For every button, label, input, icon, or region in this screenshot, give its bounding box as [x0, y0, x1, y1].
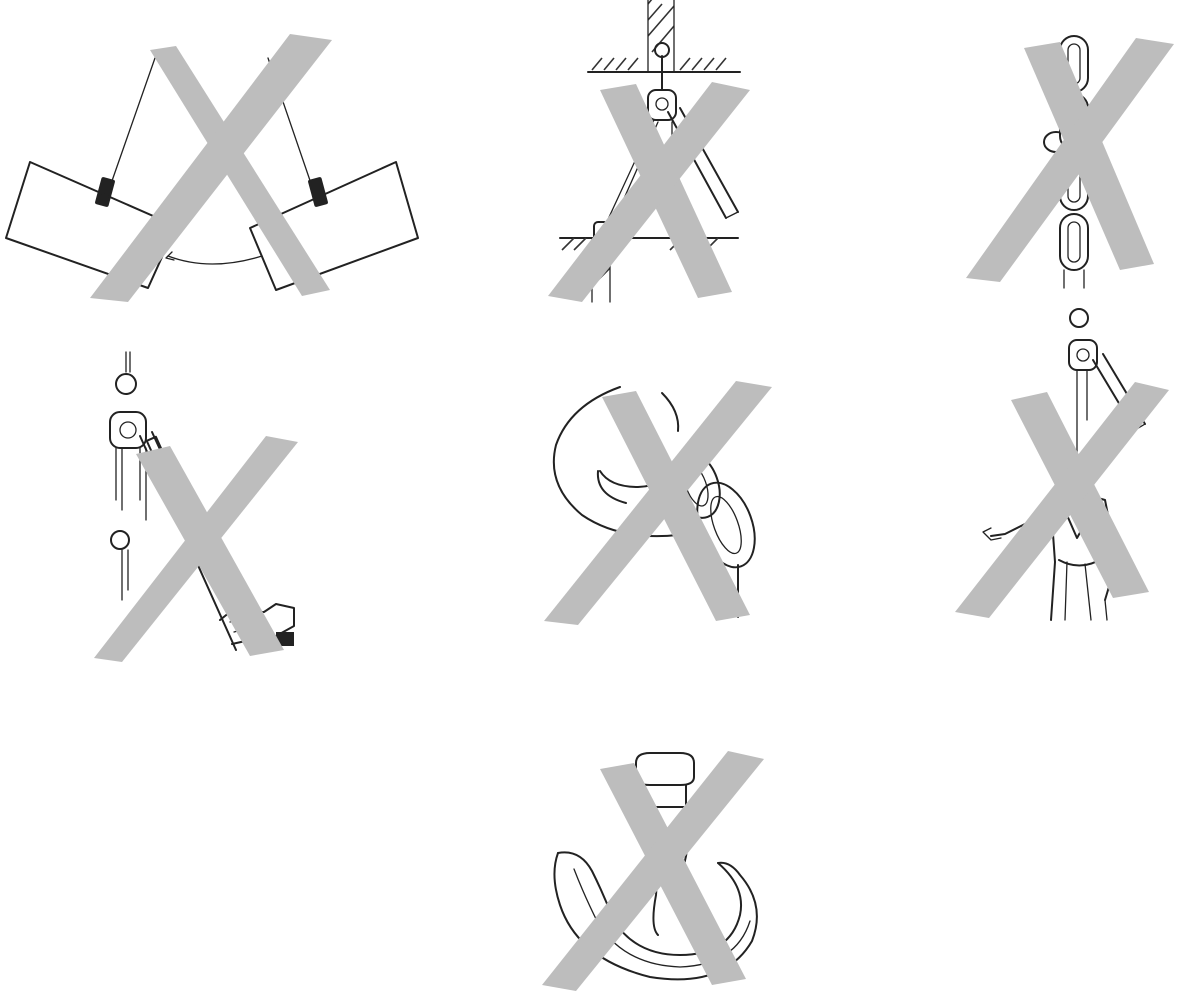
figure-deformed-hook	[540, 745, 780, 993]
figure-anchor-sideways-pull	[540, 0, 760, 310]
figure-twisted-chain	[960, 30, 1180, 290]
person-suspended-from-hoist-illustration	[955, 300, 1180, 625]
hoist-rigged-between-ceiling-and-floor-illustration	[540, 0, 760, 310]
figure-lever-extension	[80, 350, 310, 670]
opened-deformed-hook-illustration	[540, 745, 780, 993]
figure-hook-tip-load	[540, 375, 780, 630]
chain-on-hook-tip-illustration	[540, 375, 780, 630]
figure-lifting-person	[955, 300, 1180, 625]
figure-load-angle	[0, 20, 430, 310]
lever-hoist-handle-extension-illustration	[80, 350, 310, 670]
knotted-twisted-chain-illustration	[960, 30, 1180, 290]
two-slings-spread-angle-illustration	[0, 20, 430, 310]
